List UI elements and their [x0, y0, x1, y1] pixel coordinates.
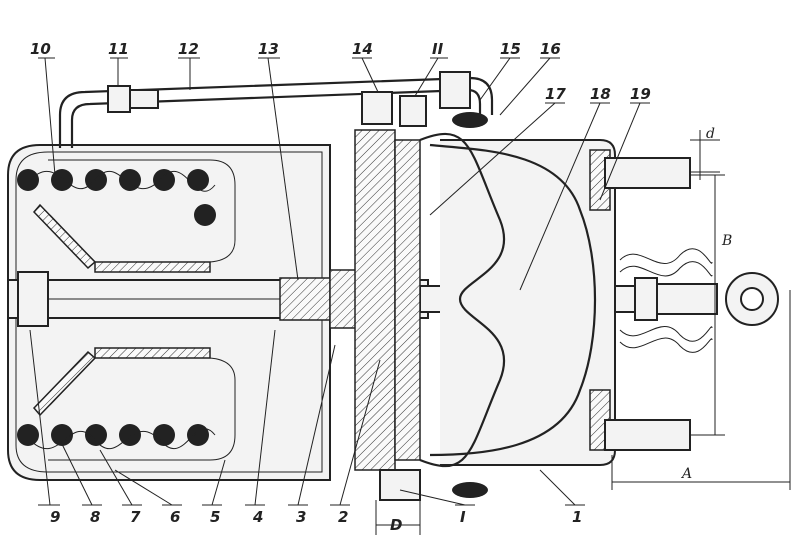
- callout-18: 18: [590, 85, 611, 103]
- callout-19: 19: [630, 85, 651, 103]
- leader-lines: [29, 57, 650, 506]
- spring-coil-section: [17, 424, 39, 446]
- spring-coil-section: [187, 424, 209, 446]
- callout-8: 8: [90, 508, 100, 526]
- callout-7: 7: [130, 508, 141, 526]
- spring-coil-section: [85, 424, 107, 446]
- spring-coil-section: [194, 204, 216, 226]
- callout-II: II: [432, 40, 444, 58]
- spring-coil-section: [17, 169, 39, 191]
- callout-16: 16: [540, 40, 561, 58]
- dimension-d: d: [706, 126, 715, 142]
- callout-I: I: [460, 508, 466, 526]
- callout-17: 17: [545, 85, 566, 103]
- callout-12: 12: [178, 40, 199, 58]
- callout-D: D: [390, 516, 402, 534]
- return-spring: [619, 248, 713, 353]
- callout-5: 5: [210, 508, 220, 526]
- callout-2: 2: [338, 508, 348, 526]
- callout-10: 10: [30, 40, 51, 58]
- spring-coil-section: [153, 424, 175, 446]
- service-chamber: [419, 112, 691, 498]
- spring-coil-section: [51, 424, 73, 446]
- callout-9: 9: [50, 508, 60, 526]
- spring-coil-section: [119, 169, 141, 191]
- callout-15: 15: [500, 40, 521, 58]
- callout-6: 6: [170, 508, 180, 526]
- callout-1: 1: [572, 508, 582, 526]
- callout-4: 4: [252, 508, 263, 526]
- air-tube: [58, 71, 494, 148]
- dimension-A: A: [680, 466, 692, 482]
- dimension-B: B: [721, 233, 732, 249]
- power-spring: [17, 169, 216, 449]
- callout-14: 14: [352, 40, 373, 58]
- callout-3: 3: [296, 508, 306, 526]
- spring-coil-section: [187, 169, 209, 191]
- dimension-lines: [375, 130, 791, 535]
- callout-11: 11: [108, 40, 129, 58]
- dimension-labels: d B A: [680, 126, 732, 482]
- spring-coil-section: [153, 169, 175, 191]
- callout-labels: 10 11 12 13 14 II 15 16 17 18 19 9 8 7 6…: [30, 40, 651, 534]
- clamp-flange: [354, 129, 421, 501]
- callout-13: 13: [258, 40, 279, 58]
